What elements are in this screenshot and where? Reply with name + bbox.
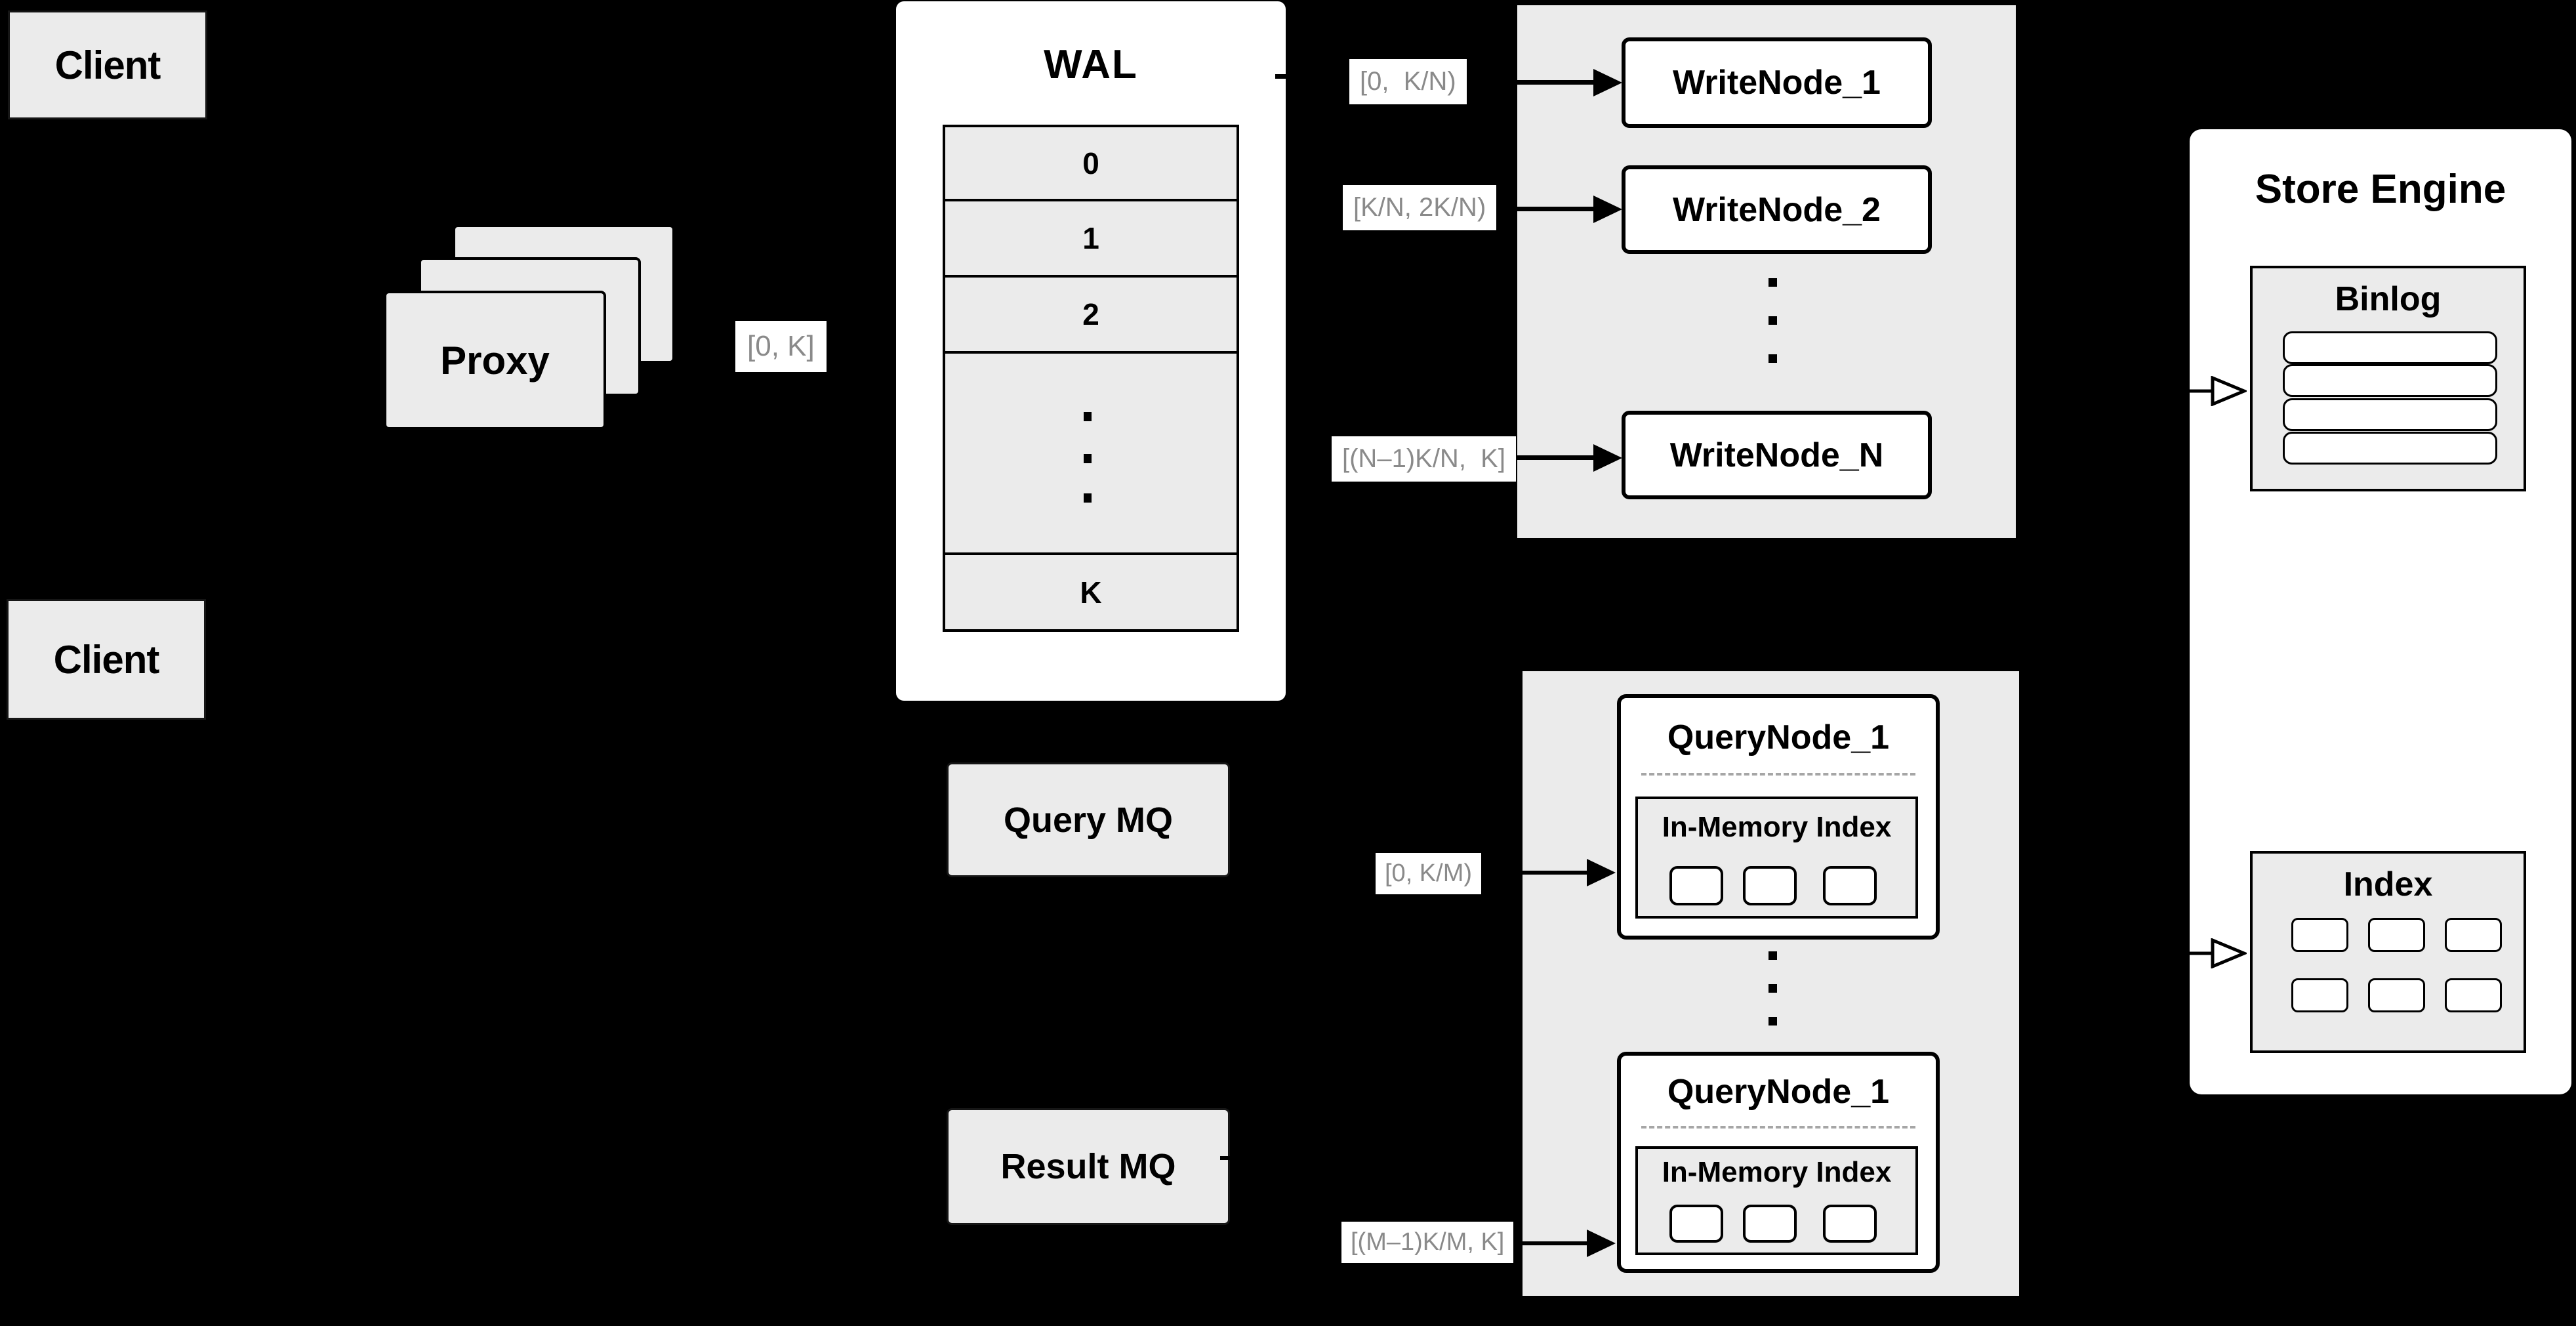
query-mq-box: Query MQ (947, 762, 1230, 877)
arrow-to-querynode-bottom (1523, 1241, 1589, 1245)
binlog-title: Binlog (2335, 280, 2442, 318)
client-box-top: Client (8, 10, 207, 119)
client-top-label: Client (54, 43, 161, 87)
wal-ellipsis-dot (1084, 493, 1092, 503)
range-label-m1km-k: [(M–1)K/M, K] (1341, 1222, 1514, 1263)
write-ellipsis-dot (1768, 354, 1777, 363)
arrowhead-to-querynode-bottom (1587, 1230, 1616, 1257)
write-node-2: WriteNode_2 (1622, 165, 1932, 254)
query-ellipsis-dot (1768, 1017, 1777, 1026)
binlog-row (2283, 398, 2497, 431)
proxy-card-front: Proxy (384, 291, 606, 430)
store-engine-title: Store Engine (2255, 166, 2506, 212)
arrow-to-writenode-2 (1517, 207, 1595, 211)
wal-row-k: K (943, 552, 1239, 632)
index-cell (2368, 918, 2425, 952)
wal-row-0: 0 (943, 125, 1239, 201)
index-cell (2291, 918, 2348, 952)
wal-row-2: 2 (943, 275, 1239, 354)
write-ellipsis-dot (1768, 278, 1777, 287)
range-label-n1kn-k: [(N–1)K/N, K] (1332, 436, 1516, 482)
range-label-kn-2kn: [K/N, 2K/N) (1343, 185, 1497, 230)
inmem-index-title-bottom: In-Memory Index (1662, 1156, 1892, 1188)
client-box-bottom: Client (7, 599, 206, 720)
inmem-index-title-top: In-Memory Index (1662, 811, 1892, 843)
inmem-cell (1669, 1205, 1723, 1243)
wal-title: WAL (1044, 41, 1138, 87)
wal-row-1: 1 (943, 199, 1239, 278)
binlog-row (2283, 364, 2497, 397)
query-ellipsis-dot (1768, 984, 1777, 993)
query-node-top-divider (1641, 773, 1915, 776)
index-cell (2445, 978, 2502, 1012)
wal-ellipsis-dot (1084, 454, 1092, 463)
binlog-row (2283, 432, 2497, 465)
arrowhead-to-writenode-2 (1593, 196, 1622, 223)
result-mq-connector-stub (1220, 1156, 1231, 1160)
write-node-1: WriteNode_1 (1622, 37, 1932, 128)
index-cell (2445, 918, 2502, 952)
query-node-top-title: QueryNode_1 (1667, 718, 1890, 756)
arrowhead-to-writenode-n (1593, 444, 1622, 472)
inmem-cell (1823, 1205, 1877, 1243)
write-ellipsis-dot (1768, 316, 1777, 325)
inmem-cell (1743, 1205, 1797, 1243)
hollow-arrow-into-binlog (2122, 376, 2247, 406)
index-box (2250, 851, 2526, 1053)
arrow-to-writenode-1 (1517, 80, 1595, 85)
inmem-cell (1743, 866, 1797, 905)
write-node-n: WriteNode_N (1622, 411, 1932, 499)
arrowhead-to-querynode-top (1587, 859, 1616, 886)
hollow-arrow-into-index (2122, 938, 2247, 968)
inmem-cell (1669, 866, 1723, 905)
client-bottom-label: Client (53, 637, 160, 682)
wal-connector-stub (1275, 74, 1286, 79)
range-label-0-km: [0, K/M) (1376, 853, 1482, 894)
range-label-0-k: [0, K] (735, 321, 827, 372)
arrow-to-writenode-n (1517, 455, 1595, 460)
query-node-bottom-divider (1641, 1126, 1915, 1129)
wal-row-ellipsis (943, 351, 1239, 555)
index-title: Index (2343, 865, 2433, 903)
proxy-label: Proxy (440, 338, 550, 383)
query-ellipsis-dot (1768, 951, 1777, 960)
wal-ellipsis-dot (1084, 412, 1092, 421)
query-node-bottom-title: QueryNode_1 (1667, 1073, 1890, 1111)
index-cell (2368, 978, 2425, 1012)
index-cell (2291, 978, 2348, 1012)
arrow-to-querynode-top (1523, 871, 1589, 875)
range-label-0-kn: [0, K/N) (1349, 59, 1467, 104)
result-mq-box: Result MQ (947, 1108, 1230, 1225)
arrowhead-to-writenode-1 (1593, 69, 1622, 96)
binlog-row (2283, 331, 2497, 364)
inmem-cell (1823, 866, 1877, 905)
